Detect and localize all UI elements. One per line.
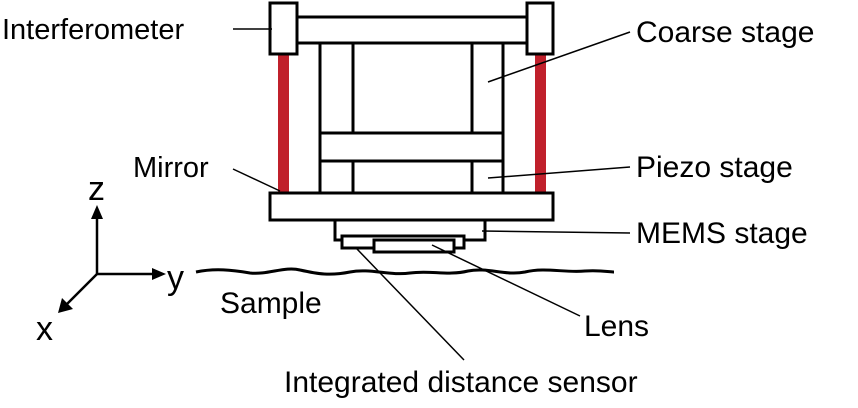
x-axis-label: x (36, 310, 53, 348)
leader-lines (232, 28, 631, 361)
component-labels: Interferometer Coarse stage Mirror Piezo… (2, 14, 814, 399)
mems-stage-leader (481, 230, 631, 234)
integrated-distance-sensor-label: Integrated distance sensor (284, 366, 638, 399)
coarse-stage-frame (268, 1, 555, 195)
top-crossbar (293, 15, 529, 45)
mirror-label: Mirror (133, 152, 209, 184)
piezo-stage-label: Piezo stage (636, 151, 793, 184)
mirror-beam-left (278, 55, 289, 196)
coarse-stage-leader (487, 31, 631, 83)
piezo-stage-crossbar (318, 131, 505, 163)
x-axis (64, 273, 98, 307)
distance-sensor-leader (356, 248, 465, 361)
mems-stage-label: MEMS stage (636, 217, 808, 250)
interferometer-block-right (525, 1, 555, 56)
base-plate (268, 191, 555, 222)
lens-block (372, 238, 456, 254)
sample-surface (195, 267, 615, 276)
interferometer-label: Interferometer (2, 14, 184, 46)
piezo-stage-leader (487, 166, 631, 179)
sample-label: Sample (220, 287, 322, 320)
coarse-stage-label: Coarse stage (636, 16, 814, 49)
z-axis-label: z (88, 170, 105, 208)
lens-label: Lens (584, 310, 649, 343)
coarse-stage-post-right (470, 41, 505, 195)
coarse-stage-post-left (318, 41, 355, 195)
mirror-beam-right (535, 55, 546, 196)
x-arrowhead (58, 298, 73, 313)
z-arrowhead (91, 205, 103, 219)
mirror-leader (232, 168, 281, 192)
y-arrowhead (152, 268, 166, 280)
interferometer-block-left (268, 1, 299, 56)
y-axis-label: y (167, 259, 184, 297)
lens-leader (431, 244, 581, 317)
coordinate-axes: z y x (36, 170, 184, 348)
